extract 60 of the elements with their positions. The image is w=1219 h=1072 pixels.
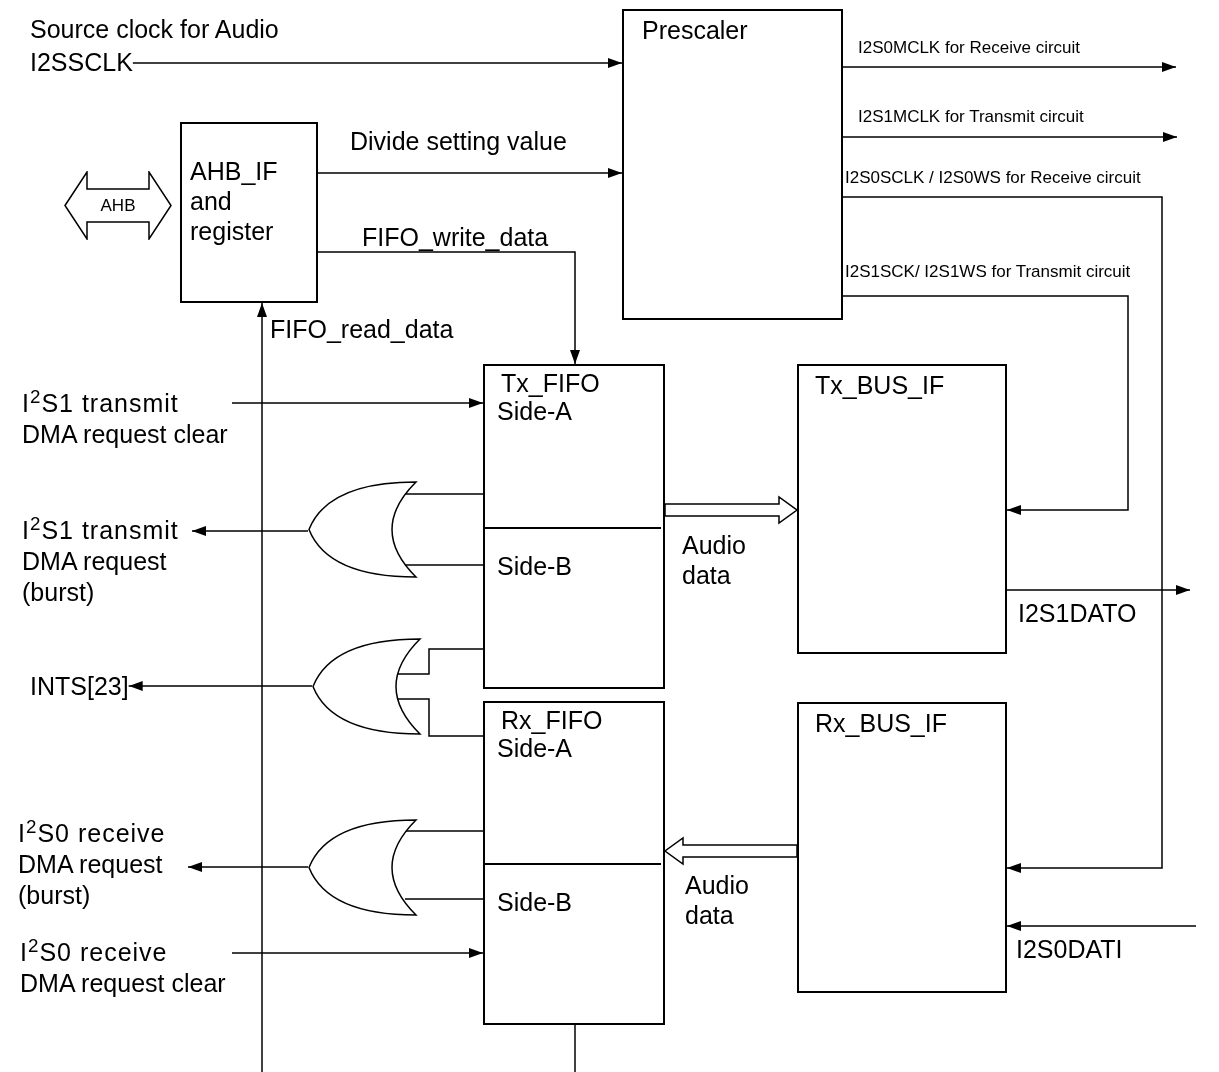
signal-arrow <box>842 132 1178 142</box>
or-gate-symbol <box>308 481 416 578</box>
edge-label: I2S0SCLK / I2S0WS for Receive circuit <box>845 168 1141 188</box>
edge-label: I2S1MCLK for Transmit circuit <box>858 107 1084 127</box>
signal-arrow <box>842 295 1129 515</box>
signal-arrow <box>842 196 1163 873</box>
signal-arrow <box>191 526 309 536</box>
edge-label: I2S0DATI <box>1016 934 1123 964</box>
edge-label: Divide setting value <box>350 126 567 156</box>
section-label: Side-A <box>497 397 573 426</box>
signal-label: I$^{2}$S0 receive DMA request clear <box>20 937 232 999</box>
signal-arrow <box>231 398 484 408</box>
block-box <box>797 364 1007 654</box>
signal-arrow <box>317 168 623 178</box>
edge-label: Audio data <box>685 870 750 930</box>
edge-label: I2S1SCK/ I2S1WS for Transmit circuit <box>845 262 1131 282</box>
data-flow-arrow <box>663 836 798 866</box>
signal-arrow <box>187 862 309 872</box>
signal-label: I2SSCLK <box>30 47 133 77</box>
signal-arrow <box>1006 585 1191 595</box>
signal-arrow <box>132 58 623 68</box>
signal-description: Source clock for Audio <box>30 14 279 44</box>
signal-arrow <box>231 948 484 958</box>
bus-double-arrow <box>64 171 172 240</box>
signal-arrow <box>842 62 1177 72</box>
block-box <box>180 122 318 303</box>
block-title: Tx_BUS_IF <box>815 370 946 400</box>
signal-label: I$^{2}$S1 transmit DMA request (burst) <box>22 515 192 608</box>
signal-label: I$^{2}$S0 receive DMA request (burst) <box>18 818 188 911</box>
or-gate-symbol <box>308 819 416 916</box>
block-title: Tx_FIFO <box>501 368 601 398</box>
block-title: AHB_IF and register <box>190 156 279 246</box>
or-gate-symbol <box>312 638 420 735</box>
section-label: Side-A <box>497 734 573 763</box>
signal-label: I$^{2}$S1 transmit DMA request clear <box>22 388 232 450</box>
signal-arrow <box>317 251 580 365</box>
edge-label: Audio data <box>682 530 747 590</box>
block-box <box>483 364 665 689</box>
edge-label: I2S0MCLK for Receive circuit <box>858 38 1081 58</box>
bus-label: AHB <box>100 195 136 216</box>
signal-line <box>404 898 486 900</box>
signal-arrow <box>127 681 313 691</box>
edge-label: FIFO_read_data <box>270 314 454 344</box>
signal-line <box>574 1024 576 1072</box>
signal-line <box>397 648 486 675</box>
block-title: Prescaler <box>642 15 749 45</box>
signal-label: INTS[23] <box>30 671 129 701</box>
block-box <box>797 702 1007 993</box>
edge-label: FIFO_write_data <box>362 222 549 252</box>
section-label: Side-B <box>497 551 573 581</box>
edge-label: I2S1DATO <box>1018 598 1137 628</box>
data-flow-arrow <box>664 495 799 525</box>
signal-line <box>397 698 486 737</box>
block-title: Rx_BUS_IF <box>815 708 948 738</box>
signal-arrow <box>1006 921 1197 931</box>
section-label: Side-B <box>497 887 573 917</box>
signal-arrow <box>257 302 267 1072</box>
block-box <box>622 9 843 320</box>
block-box <box>483 701 665 1025</box>
block-title: Rx_FIFO <box>501 705 604 735</box>
